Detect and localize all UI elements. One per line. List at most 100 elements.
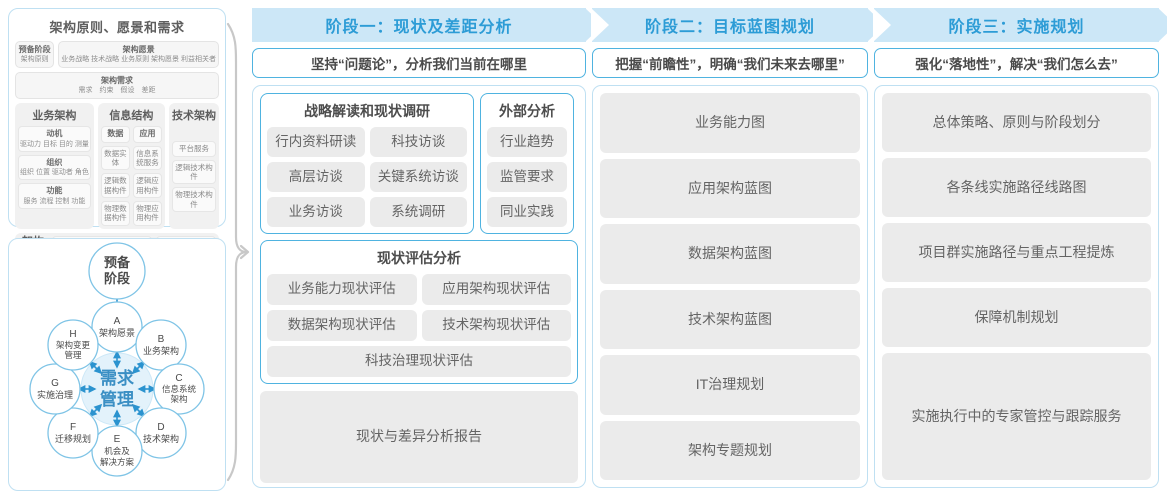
chip-item[interactable]: 系统调研 (369, 197, 467, 227)
phase-1-column: 阶段一：现状及差距分析 坚持“问题论”，分析我们当前在哪里 战略解读和现状调研 … (252, 8, 603, 488)
chip-item[interactable]: 各条线实施路径线路图 (882, 158, 1151, 218)
chip-item[interactable]: 行内资料研读 (267, 127, 365, 157)
adm-cycle-diagram: 需求 管理 预备 阶段 A 架构愿景 B 业务架构 C 信息系统 架构 (29, 242, 205, 477)
togaf-box-application-head: 应用 (132, 126, 162, 143)
togaf-cell-preliminary: 预备阶段 架构原则 (15, 41, 55, 69)
chip-item[interactable]: 技术架构蓝图 (600, 289, 860, 349)
chip-item[interactable]: 业务访谈 (267, 197, 365, 227)
card-external-analysis-title: 外部分析 (499, 103, 555, 119)
phase-3-header: 阶段三：实施规划 (873, 8, 1167, 42)
svg-text:管理: 管理 (64, 350, 82, 360)
chip-item[interactable]: 保障机制规划 (882, 288, 1151, 348)
phase-2-header: 阶段二：目标蓝图规划 (591, 8, 885, 42)
phase-1-header-text: 阶段一：现状及差距分析 (325, 19, 513, 36)
phase-3-subtitle-box: 强化“落地性”，解决“我们怎么去” (874, 48, 1159, 78)
togaf-box-logical-app: 逻辑应用构件 (132, 173, 162, 199)
togaf-box-organization: 组织 组织 位置 驱动者 角色 (18, 154, 91, 181)
adm-node-a (91, 301, 143, 353)
chip-item[interactable]: 数据架构现状评估 (267, 310, 417, 341)
togaf-cell-requirements: 架构需求 需求 约束 假设 差距 (15, 72, 219, 100)
adm-node-h (47, 319, 99, 371)
svg-text:G: G (51, 378, 59, 389)
togaf-column-technology-stack: 平台服务 逻辑技术构件 物理技术构件 (172, 141, 216, 213)
chip-item[interactable]: 架构专题规划 (600, 420, 860, 480)
chip-item[interactable]: IT治理规划 (600, 355, 860, 415)
togaf-box-motivation: 动机 驱动力 目标 目的 测量 (18, 126, 91, 152)
chip-item[interactable]: 业务能力图 (600, 93, 860, 153)
svg-text:信息系统: 信息系统 (162, 384, 197, 394)
card-external-analysis-chips: 行业趋势 监管要求 同业实践 (487, 127, 567, 227)
phase-3-body: 总体策略、原则与阶段划分 各条线实施路径线路图 项目群实施路径与重点工程提炼 保… (874, 85, 1159, 488)
togaf-subcolumn-data: 数据 数据实体 逻辑数据构件 物理数据构件 (100, 126, 130, 226)
svg-text:预备: 预备 (104, 255, 131, 270)
togaf-architecture-columns: 业务架构 动机 驱动力 目标 目的 测量 组织 组织 位置 驱动者 角色 功能 (15, 103, 219, 229)
card-strategy-research-chips: 行内资料研读 科技访谈 高层访谈 关键系统访谈 业务访谈 系统调研 (267, 127, 467, 227)
left-column: 架构原则、愿景和需求 预备阶段 架构原则 架构愿景 业务战略 技术战略 业务原则… (8, 8, 226, 491)
card-strategy-research-title: 战略解读和现状调研 (304, 103, 430, 119)
chip-item[interactable]: 行业趋势 (487, 127, 567, 157)
togaf-column-technology-title: 技术架构 (172, 110, 216, 123)
adm-node-f (47, 407, 99, 459)
svg-text:架构变更: 架构变更 (56, 340, 91, 350)
phase-2-body: 业务能力图 应用架构蓝图 数据架构蓝图 技术架构蓝图 IT治理规划 架构专题规划 (592, 85, 868, 488)
svg-text:解决方案: 解决方案 (100, 457, 135, 467)
togaf-box-physical-tech: 物理技术构件 (172, 187, 216, 213)
chip-gap-analysis-report[interactable]: 现状与差异分析报告 (260, 391, 578, 483)
chip-item[interactable]: 数据架构蓝图 (600, 224, 860, 284)
chip-item[interactable]: 科技访谈 (369, 127, 467, 157)
svg-text:架构: 架构 (170, 394, 187, 404)
togaf-cell-vision-head: 架构愿景 (122, 45, 155, 54)
togaf-column-information-sub: 数据 数据实体 逻辑数据构件 物理数据构件 (100, 126, 162, 226)
phase-1-subtitle-box: 坚持“问题论”，分析我们当前在哪里 (252, 48, 586, 78)
togaf-box-is-service: 信息系统服务 (132, 145, 162, 171)
svg-text:技术架构: 技术架构 (143, 433, 179, 444)
brace-connector-icon (226, 22, 250, 482)
chip-item[interactable]: 实施执行中的专家管控与跟踪服务 (882, 353, 1151, 481)
togaf-column-information: 信息结构 数据 数据实体 逻辑数据构件 (97, 103, 165, 229)
chip-item[interactable]: 项目群实施路径与重点工程提炼 (882, 223, 1151, 283)
svg-text:D: D (157, 422, 164, 433)
svg-text:A: A (114, 316, 121, 327)
togaf-column-business-stack: 动机 驱动力 目标 目的 测量 组织 组织 位置 驱动者 角色 功能 服务 流程… (18, 126, 91, 209)
togaf-column-information-title: 信息结构 (109, 110, 154, 123)
phase-3-subtitle: 强化“落地性”，解决“我们怎么去” (915, 57, 1118, 72)
togaf-title: 架构原则、愿景和需求 (49, 20, 185, 35)
chip-item[interactable]: 技术架构现状评估 (421, 310, 571, 341)
chip-item[interactable]: 科技治理现状评估 (267, 346, 571, 377)
svg-text:F: F (70, 422, 76, 433)
phase-1-top-row: 战略解读和现状调研 行内资料研读 科技访谈 高层访谈 关键系统访谈 业务访谈 系… (260, 93, 578, 234)
togaf-row-1: 预备阶段 架构原则 架构愿景 业务战略 技术战略 业务原则 架构愿景 利益相关者 (15, 41, 219, 69)
svg-text:B: B (158, 334, 165, 345)
card-current-state-assessment-title: 现状评估分析 (377, 250, 461, 266)
togaf-box-data-entity: 数据实体 (100, 145, 130, 171)
phase-2-header-text: 阶段二：目标蓝图规划 (644, 19, 815, 36)
chip-item[interactable]: 关键系统访谈 (369, 162, 467, 192)
adm-center-line2: 管理 (100, 389, 134, 409)
phase-2-chevron-notch-icon (591, 8, 609, 42)
chip-item[interactable]: 业务能力现状评估 (267, 274, 417, 305)
chip-item[interactable]: 高层访谈 (267, 162, 365, 192)
svg-text:阶段: 阶段 (104, 271, 130, 286)
chip-item[interactable]: 同业实践 (487, 197, 567, 227)
adm-node-d (135, 407, 187, 459)
chip-item[interactable]: 应用架构蓝图 (600, 158, 860, 218)
svg-text:H: H (69, 329, 76, 340)
chip-item[interactable]: 总体策略、原则与阶段划分 (882, 93, 1151, 153)
togaf-column-business: 业务架构 动机 驱动力 目标 目的 测量 组织 组织 位置 驱动者 角色 功能 (15, 103, 94, 229)
togaf-cell-vision: 架构愿景 业务战略 技术战略 业务原则 架构愿景 利益相关者 (58, 41, 219, 69)
phase-2-column: 阶段二：目标蓝图规划 把握“前瞻性”，明确“我们未来去哪里” 业务能力图 应用架… (591, 8, 885, 488)
phase-3-chevron-icon (1158, 8, 1167, 42)
adm-node-c (153, 363, 205, 415)
chip-item[interactable]: 应用架构现状评估 (421, 274, 571, 305)
togaf-column-business-title: 业务架构 (32, 110, 77, 123)
togaf-cell-preliminary-sub: 架构原则 (20, 56, 49, 63)
phase-1-header: 阶段一：现状及差距分析 (252, 8, 603, 42)
phase-3-chevron-notch-icon (873, 8, 891, 42)
phase-3-column: 阶段三：实施规划 强化“落地性”，解决“我们怎么去” 总体策略、原则与阶段划分 … (873, 8, 1167, 488)
svg-text:迁移规划: 迁移规划 (55, 433, 91, 444)
chip-item[interactable]: 监管要求 (487, 162, 567, 192)
phase-1-body: 战略解读和现状调研 行内资料研读 科技访谈 高层访谈 关键系统访谈 业务访谈 系… (252, 85, 586, 488)
togaf-box-physical-app: 物理应用构件 (132, 201, 162, 226)
svg-text:机会及: 机会及 (104, 446, 130, 456)
